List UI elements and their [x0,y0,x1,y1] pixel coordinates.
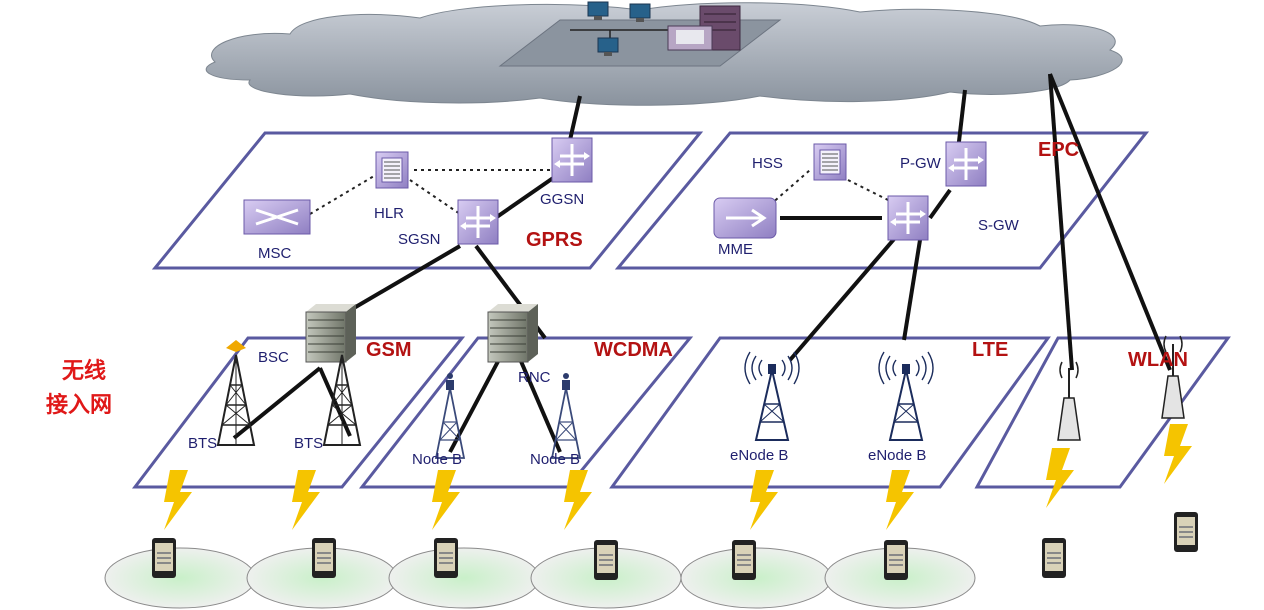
ggsn-label: GGSN [540,191,584,208]
gsm-plane [131,336,466,489]
ggsn-router-icon [550,136,594,184]
bts-antenna-flag-icon [226,340,246,352]
pgw-router-icon [944,140,988,188]
mobile-phone-icon [884,540,908,580]
mobile-phone-icon [1174,512,1198,552]
mme-hss-link [769,169,811,206]
wlan-title: WLAN [1128,349,1188,371]
wlan-ap-icon [1057,361,1081,441]
msc-switch-icon [243,199,311,235]
wcdma-title: WCDMA [594,339,673,361]
core-cloud [205,1,1123,106]
sgsn-label: SGSN [398,231,441,248]
epc-title: EPC [1038,139,1079,161]
hss-server-icon [813,143,847,181]
gsm-title: GSM [366,339,412,361]
radio-link-bolt-icon [1164,424,1192,484]
mobile-phone-icon [312,538,336,578]
nodeb-label: Node B [530,451,580,468]
msc-label: MSC [258,245,292,262]
bts-label: BTS [294,435,323,452]
gprs-title: GPRS [526,229,583,251]
pgw-label: P-GW [900,155,942,172]
lte-title: LTE [972,339,1008,361]
hlr-label: HLR [374,205,404,222]
mobile-phone-icon [434,538,458,578]
nodeb-label: Node B [412,451,462,468]
hlr-server-icon [375,151,409,189]
sgw-label: S-GW [978,217,1020,234]
pc-icon [597,37,619,56]
rnc-controller-icon [487,303,539,363]
enodeb-label: eNode B [868,447,926,464]
mme-icon [713,197,777,239]
server-rack-icon [667,5,741,51]
mobile-phone-icon [594,540,618,580]
hss-sgw-link [847,179,889,201]
bsc-label: BSC [258,349,289,366]
enodeb-label: eNode B [730,447,788,464]
sgsn-router-icon [456,198,500,246]
ran-label-line2: 接入网 [46,393,112,418]
wlan-ap-icon [1161,335,1185,419]
bsc-controller-icon [305,303,357,363]
hss-label: HSS [752,155,783,172]
hlr-sgsn-link [409,179,461,215]
coverage-cells [104,547,976,609]
mobile-phone-icon [1042,538,1066,578]
lte-plane [609,336,1051,489]
bts-label: BTS [188,435,217,452]
mobile-phone-icon [732,540,756,580]
pc-icon [587,1,609,20]
mobile-phone-icon [152,538,176,578]
rnc-label: RNC [518,369,551,386]
wlan-plane [974,336,1231,489]
msc-hlr-link [309,175,375,215]
mme-label: MME [718,241,753,258]
sgw-router-icon [886,194,930,242]
pc-icon [629,3,651,22]
ran-label-line1: 无线 [62,358,106,384]
